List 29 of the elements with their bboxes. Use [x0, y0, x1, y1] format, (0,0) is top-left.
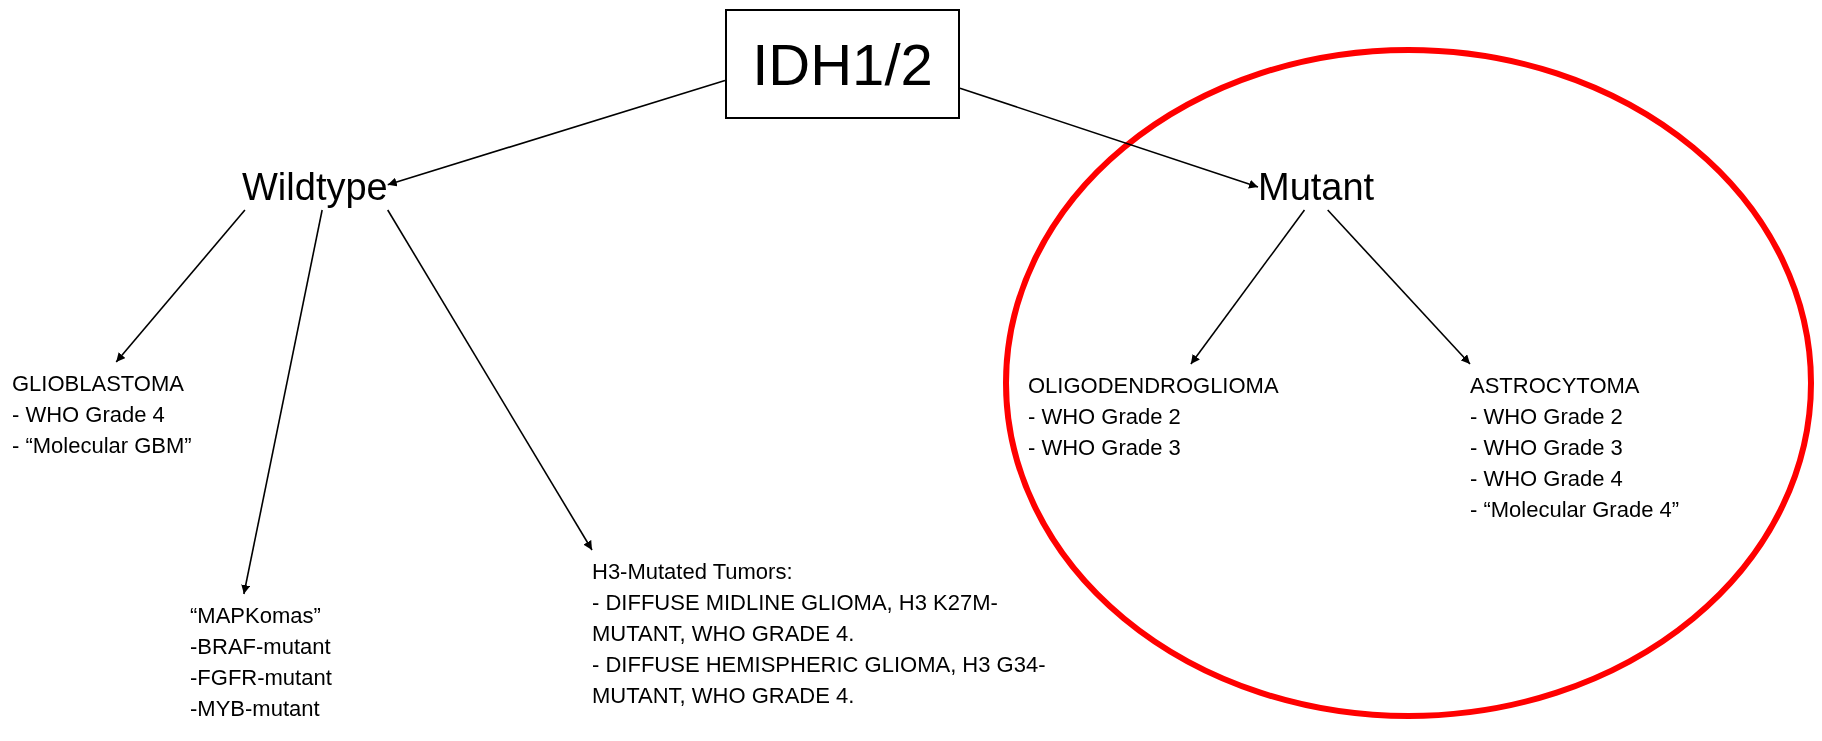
tumor-heading: OLIGODENDROGLIOMA — [1028, 372, 1279, 400]
list-item: -FGFR-mutant — [190, 664, 332, 692]
tumor-heading: GLIOBLASTOMA — [12, 370, 185, 398]
list-item: - “Molecular Grade 4” — [1470, 496, 1680, 524]
arrow — [386, 79, 726, 187]
list-item: - DIFFUSE HEMISPHERIC GLIOMA, H3 G34-MUTANT, WHO GRADE 4. — [592, 651, 1047, 710]
node-label: IDH1/2 — [752, 30, 933, 98]
tumor-heading: “MAPKomas” — [190, 602, 322, 630]
list-item: -BRAF-mutant — [190, 633, 332, 661]
list-item: - WHO Grade 3 — [1028, 434, 1182, 462]
list-item: - WHO Grade 4 — [12, 401, 166, 429]
list-item: - WHO Grade 3 — [1470, 434, 1624, 462]
tumor-heading: H3-Mutated Tumors: — [592, 558, 794, 586]
list-item: - WHO Grade 4 — [1470, 465, 1624, 493]
arrow — [241, 209, 323, 595]
category-label: Mutant — [1258, 165, 1375, 210]
arrow — [115, 209, 246, 363]
list-item: - WHO Grade 2 — [1028, 403, 1182, 431]
arrow — [1326, 209, 1471, 365]
gene-box — [725, 9, 960, 119]
list-item: - DIFFUSE MIDLINE GLIOMA, H3 K27M-MUTANT, WHO GRADE 4. — [592, 589, 999, 648]
arrow — [959, 87, 1259, 189]
list-item: -MYB-mutant — [190, 695, 321, 723]
category-label: Wildtype — [242, 165, 388, 210]
list-item: - WHO Grade 2 — [1470, 403, 1624, 431]
arrow — [386, 209, 593, 551]
arrow — [1190, 209, 1306, 365]
list-item: - “Molecular GBM” — [12, 432, 192, 460]
tumor-heading: ASTROCYTOMA — [1470, 372, 1641, 400]
